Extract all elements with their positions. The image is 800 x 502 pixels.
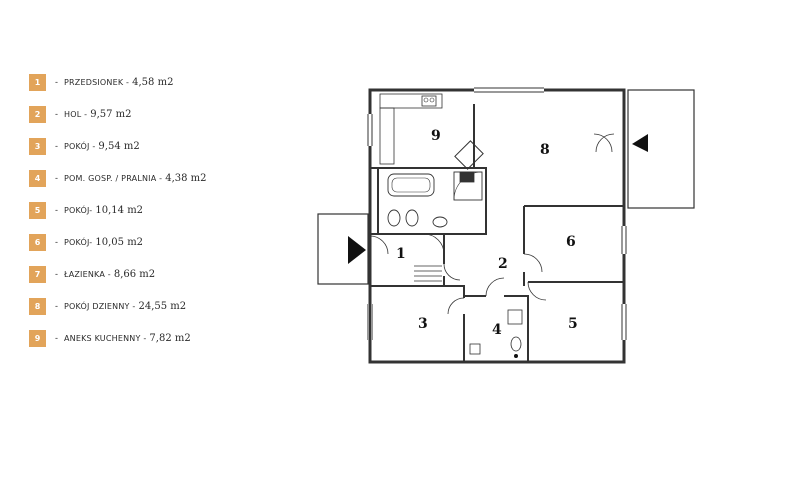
legend-item-2: 2 - HOL - 9,57 m2	[29, 104, 132, 124]
legend-room-name: POKÓJ DZIENNY -	[64, 301, 136, 311]
legend-item-8: 8 - POKÓJ DZIENNY - 24,55 m2	[29, 296, 186, 316]
room-label-9: 9	[431, 128, 441, 144]
room-label-2: 2	[498, 256, 508, 272]
kitchen-counter	[379, 93, 443, 109]
separator: -	[55, 269, 58, 279]
room-label-4: 4	[492, 322, 502, 338]
room-label-8: 8	[540, 142, 550, 158]
legend-room-name: POKÓJ -	[64, 141, 96, 151]
toilet-icon	[510, 336, 522, 352]
legend-item-5: 5 - POKÓJ- 10,14 m2	[29, 200, 143, 220]
legend-room-area: 8,66 m2	[113, 268, 156, 280]
legend-room-area: 4,58 m2	[132, 76, 174, 88]
bathtub-icon	[387, 173, 435, 197]
separator: -	[55, 173, 58, 183]
room-label-5: 5	[568, 316, 578, 332]
toilet-icon	[387, 209, 401, 227]
legend-room-area: 24,55 m2	[138, 300, 187, 312]
separator: -	[55, 301, 58, 311]
legend-number-badge: 2	[29, 105, 46, 123]
legend-room-name: POM. GOSP. / PRALNIA -	[64, 173, 163, 183]
separator: -	[55, 141, 58, 151]
legend-room-area: 4,38 m2	[165, 172, 207, 184]
legend-room-name: PRZEDSIONEK -	[64, 77, 130, 87]
legend-item-6: 6 - POKÓJ- 10,05 m2	[29, 232, 143, 252]
legend-room-name: HOL -	[64, 109, 88, 119]
legend-number-badge: 4	[29, 169, 46, 187]
separator: -	[55, 237, 58, 247]
legend-item-7: 7 - ŁAZIENKA - 8,66 m2	[29, 264, 155, 284]
legend-number-badge: 5	[29, 201, 46, 219]
legend-room-name: POKÓJ-	[64, 205, 93, 215]
sink-icon	[432, 216, 448, 228]
legend-item-9: 9 - ANEKS KUCHENNY - 7,82 m2	[29, 328, 191, 348]
legend-room-name: ANEKS KUCHENNY -	[64, 333, 147, 343]
legend-number-badge: 6	[29, 233, 46, 251]
stove-icon	[421, 95, 437, 107]
legend-number-badge: 7	[29, 265, 46, 283]
entrance-arrow-icon	[348, 236, 366, 264]
legend-room-name: ŁAZIENKA -	[64, 269, 111, 279]
legend-number-badge: 9	[29, 329, 46, 347]
separator: -	[55, 333, 58, 343]
room-label-3: 3	[418, 316, 428, 332]
balcony-arrow-icon	[632, 134, 648, 152]
legend-room-area: 10,05 m2	[95, 236, 144, 248]
separator: -	[55, 205, 58, 215]
legend-number-badge: 1	[29, 73, 46, 91]
legend-item-1: 1 - PRZEDSIONEK - 4,58 m2	[29, 72, 173, 92]
room-label-6: 6	[566, 234, 576, 250]
balcony	[627, 89, 695, 209]
legend-number-badge: 3	[29, 137, 46, 155]
floor-plan: 9 8 1 2 6 3 4 5	[317, 87, 695, 364]
legend-room-area: 9,54 m2	[98, 140, 140, 152]
room-label-1: 1	[396, 246, 406, 262]
legend-room-area: 10,14 m2	[95, 204, 144, 216]
legend-item-3: 3 - POKÓJ - 9,54 m2	[29, 136, 140, 156]
entry-terrace	[317, 213, 369, 285]
legend-room-name: POKÓJ-	[64, 237, 93, 247]
legend-room-area: 9,57 m2	[90, 108, 132, 120]
separator: -	[55, 77, 58, 87]
legend-number-badge: 8	[29, 297, 46, 315]
legend-item-4: 4 - POM. GOSP. / PRALNIA - 4,38 m2	[29, 168, 207, 188]
legend-room-area: 7,82 m2	[149, 332, 191, 344]
separator: -	[55, 109, 58, 119]
